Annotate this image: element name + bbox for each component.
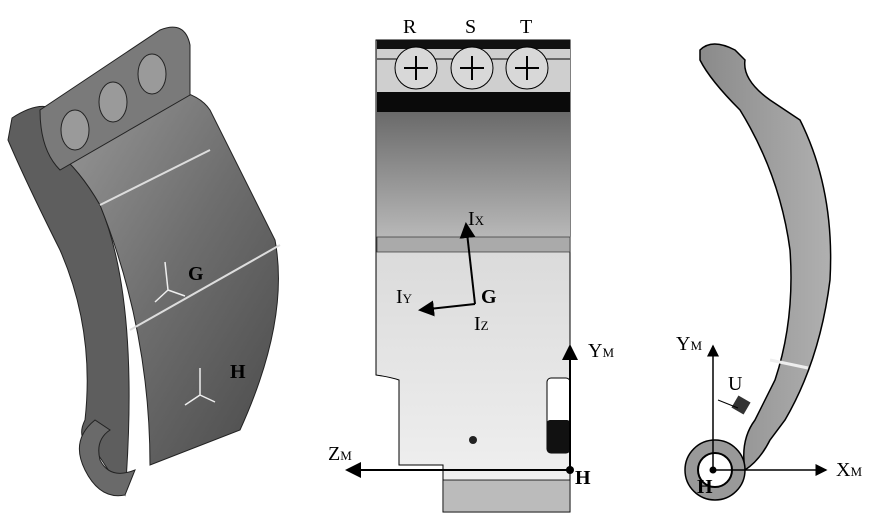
stop-block [731,395,751,415]
axis-ix-arrow [459,222,476,305]
hole [137,53,167,95]
front-view: R S T IX IY IZ G YM ZM H [328,16,614,513]
hole [60,109,90,151]
hook [78,419,136,497]
axis-iy-arrow [418,300,476,317]
side-view: YM XM U H [676,43,862,501]
svg-text:IZ: IZ [474,313,489,335]
hole-label-s: S [465,16,476,38]
svg-text:IY: IY [396,286,413,308]
label-g: G [188,263,204,285]
hole-s [450,46,494,90]
svg-text:YM: YM [588,340,614,362]
label-h: H [697,476,713,498]
label-u: U [728,373,743,395]
label-g: G [481,286,497,308]
pivot-triad-icon [184,368,216,406]
hole-label-r: R [403,16,417,38]
label-h: H [575,467,591,489]
hole-label-t: T [520,16,532,38]
svg-text:IX: IX [468,208,485,230]
isometric-view: G H [7,26,281,497]
hole-r [394,46,438,90]
hole [98,81,128,123]
hole-t [505,46,549,90]
arm-outline [699,43,832,472]
label-h: H [230,361,246,383]
cg-triad-icon [154,261,186,303]
svg-text:XM: XM [836,459,862,481]
svg-text:ZM: ZM [328,443,352,465]
pin-hole [469,436,477,444]
svg-text:YM: YM [676,333,702,355]
